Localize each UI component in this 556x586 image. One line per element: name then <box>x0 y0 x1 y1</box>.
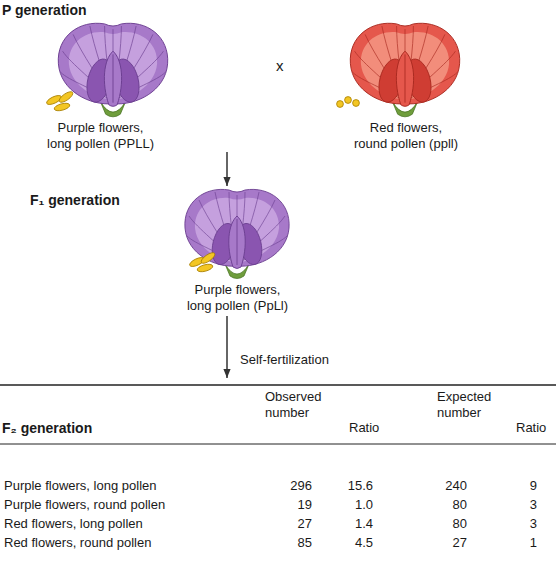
column-header: Expected number <box>437 389 501 421</box>
pollen-grain <box>337 101 344 108</box>
long-pollen <box>45 90 74 112</box>
long-pollen <box>188 251 216 273</box>
table-heading: F₂ generation <box>2 420 202 436</box>
column-header: Ratio <box>349 420 379 436</box>
table-cell: 9 <box>487 478 537 494</box>
table-cell: 1.0 <box>323 497 373 513</box>
table-cell: 27 <box>417 535 467 551</box>
row-label: Red flowers, long pollen <box>4 516 143 532</box>
row-label: Purple flowers, round pollen <box>4 497 165 513</box>
table-top-rule <box>0 384 556 386</box>
table-header-rule <box>0 444 556 445</box>
table-cell: 4.5 <box>323 535 373 551</box>
table-cell: 3 <box>487 497 537 513</box>
column-header: Ratio <box>516 420 546 436</box>
flower-illustration: Purple flowers, long pollen (PPLL) <box>45 20 170 156</box>
pollen-grain <box>58 90 75 104</box>
pollen-grain <box>353 100 360 107</box>
flower-illustration: Red flowers, round pollen (ppll) <box>345 20 470 156</box>
table-cell: 80 <box>417 497 467 513</box>
red-flower <box>350 23 459 117</box>
flower-illustration: Purple flowers, long pollen (PpLl) <box>178 188 298 316</box>
table-cell: 27 <box>262 516 312 532</box>
table-cell: 1.4 <box>323 516 373 532</box>
table-cell: 19 <box>262 497 312 513</box>
table-cell: 15.6 <box>323 478 373 494</box>
column-header: Observed number <box>265 389 329 421</box>
generation-heading: P generation <box>2 2 87 18</box>
cross-symbol: x <box>276 58 284 74</box>
purple-flower <box>185 189 289 278</box>
edge-label: Self-fertilization <box>240 352 329 368</box>
table-cell: 296 <box>262 478 312 494</box>
row-label: Purple flowers, long pollen <box>4 478 156 494</box>
pollen-grain <box>196 263 213 273</box>
pollen-grain <box>53 102 70 112</box>
table-cell: 3 <box>487 516 537 532</box>
flower-caption: Red flowers, round pollen (ppll) <box>354 120 459 152</box>
table-cell: 240 <box>417 478 467 494</box>
pollen-grain <box>200 251 217 265</box>
pollen-grain <box>345 97 352 104</box>
table-cell: 1 <box>487 535 537 551</box>
flower-caption: Purple flowers, long pollen (PPLL) <box>45 120 156 152</box>
row-label: Red flowers, round pollen <box>4 535 151 551</box>
generation-heading: F₁ generation <box>30 192 120 208</box>
table-cell: 80 <box>417 516 467 532</box>
flower-caption: Purple flowers, long pollen (PpLl) <box>182 282 293 314</box>
round-pollen <box>337 97 360 108</box>
purple-flower <box>58 23 167 117</box>
table-cell: 85 <box>262 535 312 551</box>
cross-arrow <box>226 152 228 186</box>
flow-arrow <box>226 316 228 378</box>
